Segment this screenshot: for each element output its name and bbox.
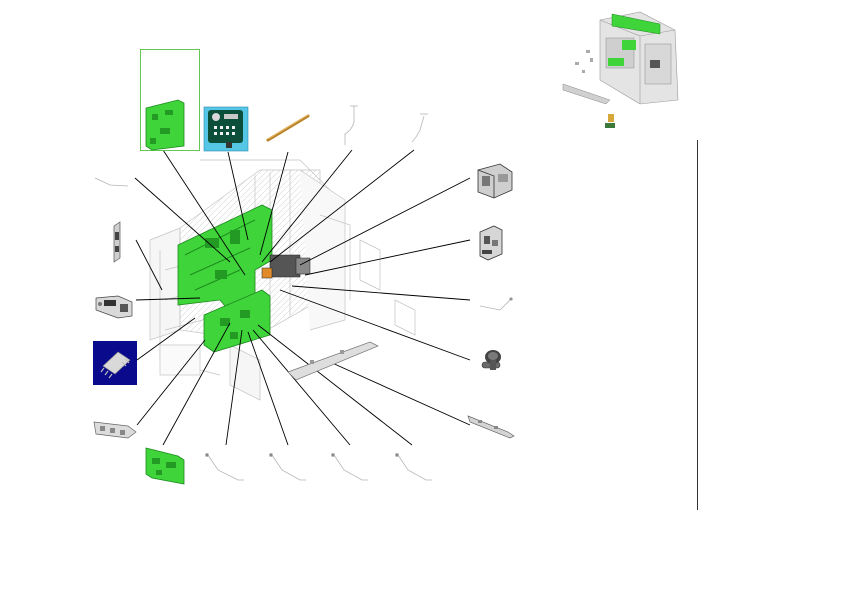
locator-thumbnail [555,2,680,137]
knob-part[interactable] [481,350,501,370]
cable-part-2[interactable] [411,113,428,143]
cable-part-bottom-2[interactable] [268,452,306,481]
cable-part-1[interactable] [344,105,358,145]
long-rail-part[interactable] [467,415,515,439]
sub-pcb-part[interactable] [145,447,185,485]
cable-part-left[interactable] [94,177,129,187]
rail-bracket-part[interactable] [93,421,137,439]
rod-part[interactable] [266,114,310,142]
selected-part-frame[interactable] [140,49,200,151]
cable-part-bottom-4[interactable] [394,452,432,481]
connector-board-part[interactable] [95,295,133,319]
ic-chip-tile[interactable] [93,341,137,385]
assembly-sub-pcb [203,289,271,353]
leader-lines [134,149,471,446]
motor-assembly-part[interactable] [477,163,513,199]
assembly-guide-bar [287,341,379,381]
controller-board-tile[interactable] [203,106,249,152]
cable-part-bottom-1[interactable] [204,452,244,481]
cable-part-bottom-3[interactable] [330,452,368,481]
cable-part-right[interactable] [479,297,513,311]
bracket-part[interactable] [113,221,121,263]
sensor-bracket-part[interactable] [479,225,503,261]
formatter-pcb-part[interactable] [145,99,185,151]
